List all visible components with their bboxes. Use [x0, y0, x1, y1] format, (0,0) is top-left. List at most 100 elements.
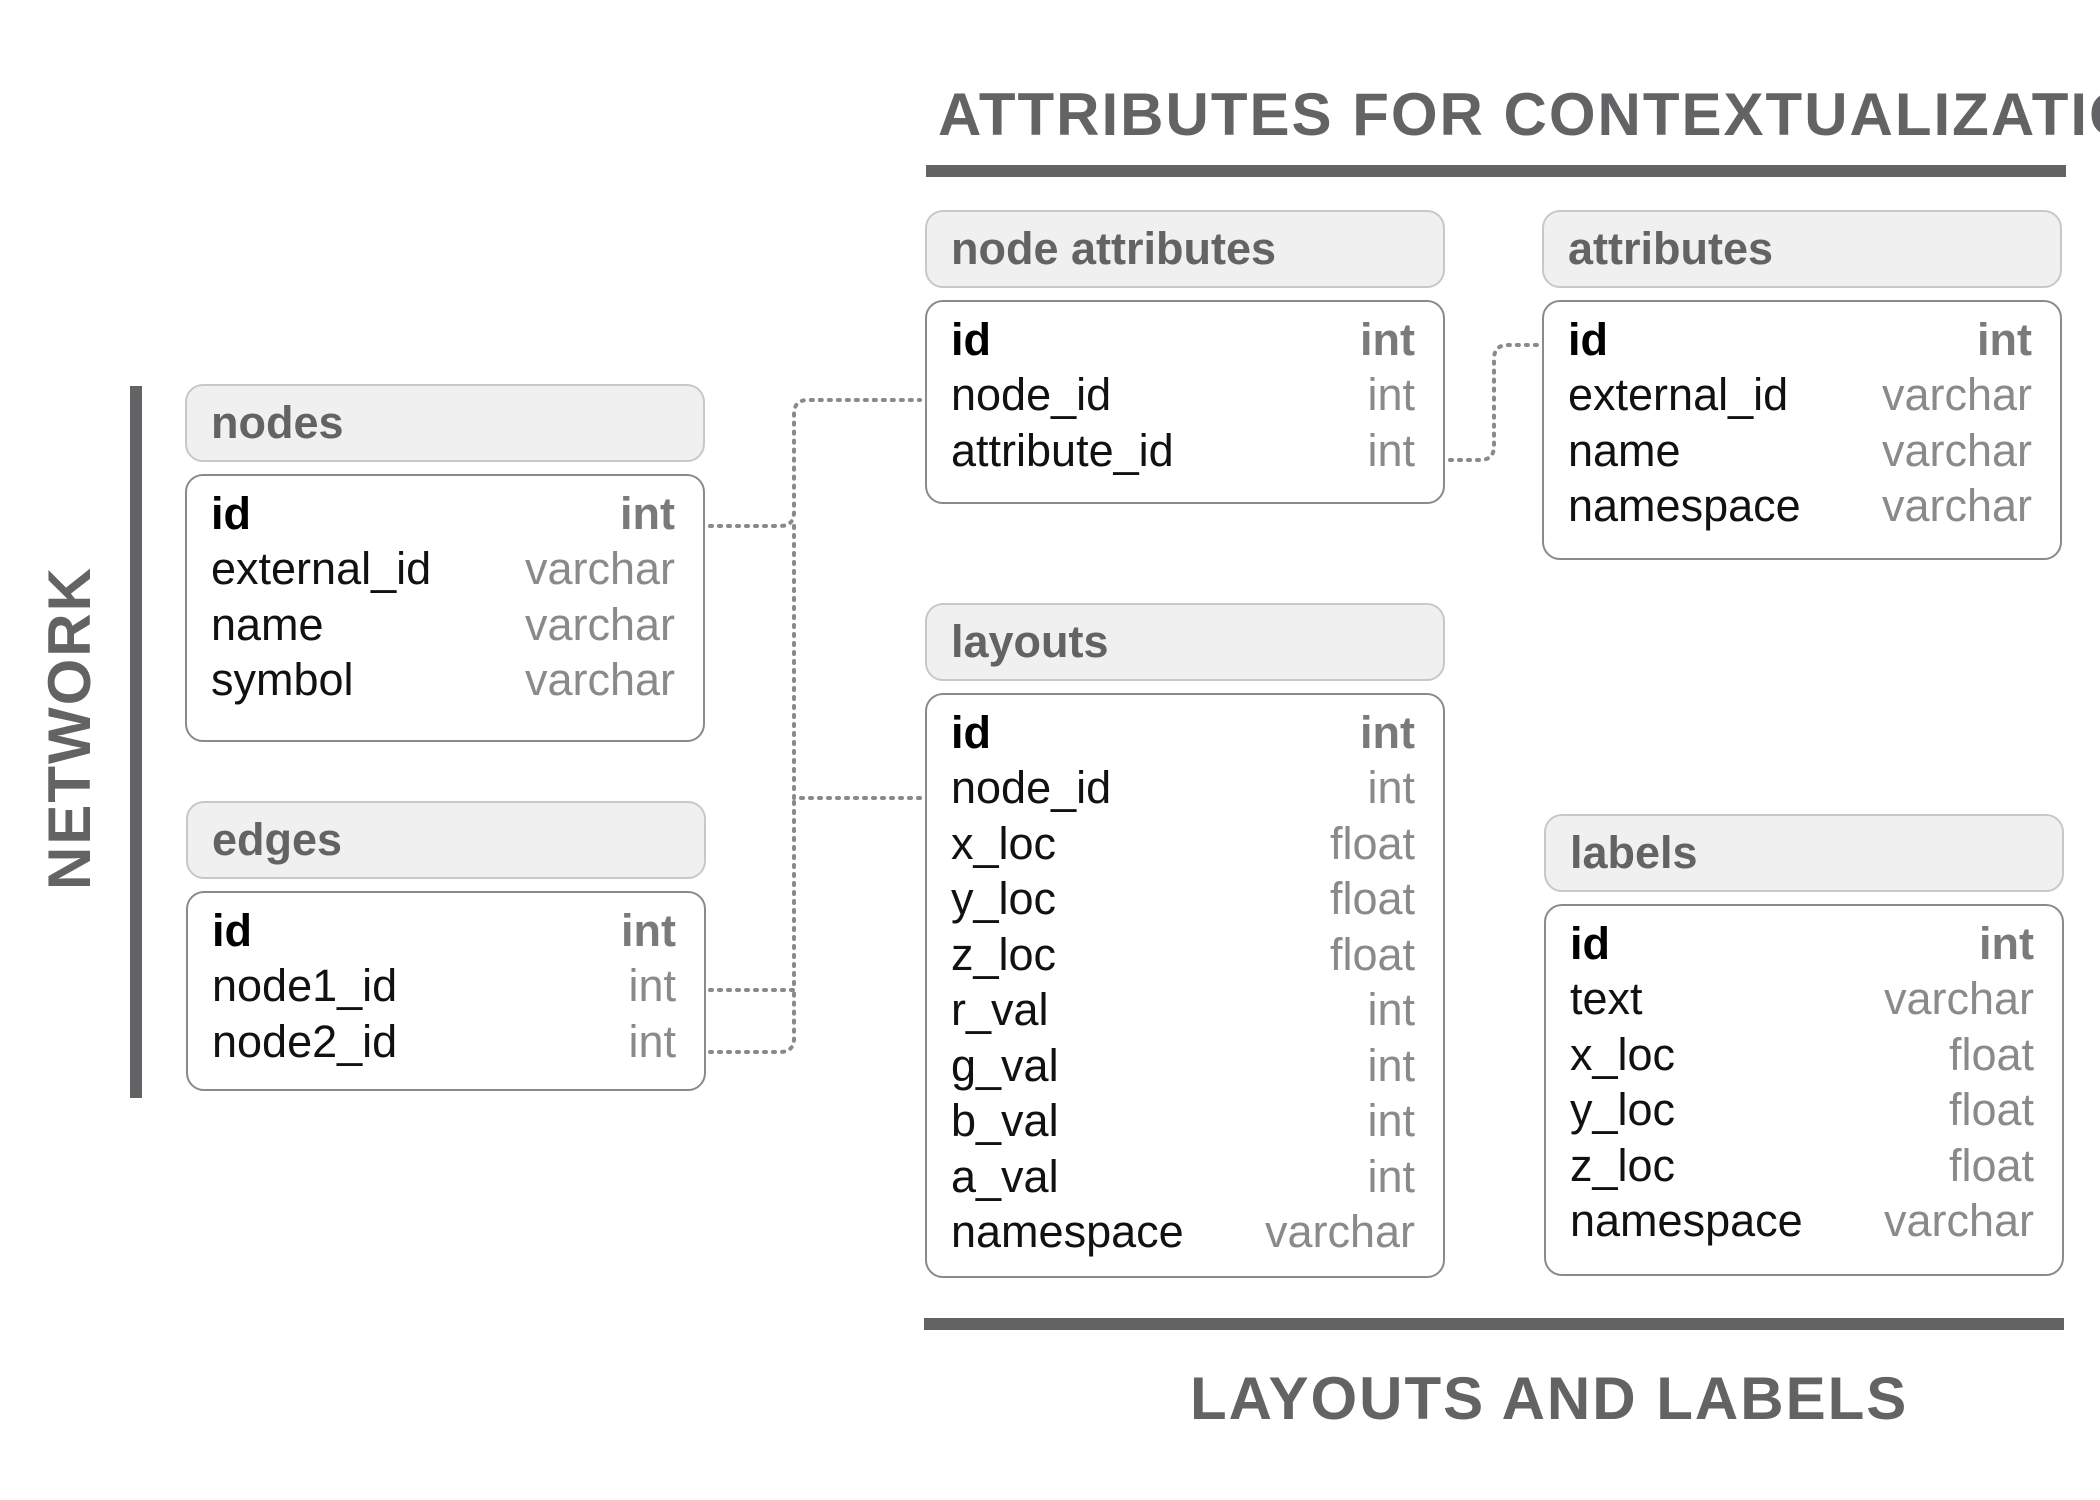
field-type: float: [1948, 1084, 2034, 1136]
field-row: symbol varchar: [211, 653, 675, 709]
field-row: namespace varchar: [1568, 479, 2032, 535]
field-row: external_id varchar: [1568, 368, 2032, 424]
field-name: r_val: [951, 984, 1049, 1036]
connector-nodes-to-layouts: [792, 524, 922, 800]
connector-nodes-to-node-attributes: [708, 398, 922, 528]
field-name: id: [211, 487, 251, 539]
field-type: int: [1979, 917, 2034, 969]
field-type: varchar: [1883, 1195, 2034, 1247]
field-name: id: [1568, 313, 1608, 365]
field-type: int: [620, 487, 675, 539]
field-type: int: [1367, 762, 1415, 814]
field-type: float: [1329, 873, 1415, 925]
field-name: x_loc: [1570, 1028, 1676, 1080]
field-name: name: [211, 598, 324, 650]
field-name: node1_id: [212, 960, 398, 1012]
field-type: varchar: [524, 654, 675, 706]
field-type: int: [1367, 984, 1415, 1036]
layouts-section-title: LAYOUTS AND LABELS: [1190, 1365, 1909, 1432]
field-name: namespace: [1570, 1195, 1803, 1247]
field-name: external_id: [211, 543, 432, 595]
field-row: x_loc float: [1570, 1027, 2034, 1083]
field-name: y_loc: [1570, 1084, 1676, 1136]
field-name: id: [951, 706, 991, 758]
attributes-section-title: ATTRIBUTES FOR CONTEXTUALIZATION: [938, 81, 2100, 148]
field-row: y_loc float: [951, 872, 1415, 928]
field-type: varchar: [1264, 1206, 1415, 1258]
field-row: b_val int: [951, 1094, 1415, 1150]
field-row: name varchar: [1568, 423, 2032, 479]
field-type: float: [1948, 1028, 2034, 1080]
field-type: varchar: [1881, 424, 2032, 476]
field-name: id: [1570, 917, 1610, 969]
field-row: id int: [1570, 916, 2034, 972]
field-row: r_val int: [951, 983, 1415, 1039]
field-row: attribute_id int: [951, 423, 1415, 479]
layouts-table-header: layouts: [925, 603, 1445, 681]
edges-table-header: edges: [186, 801, 706, 879]
field-type: varchar: [1883, 973, 2034, 1025]
field-type: varchar: [524, 543, 675, 595]
field-name: z_loc: [1570, 1139, 1676, 1191]
field-type: varchar: [524, 598, 675, 650]
field-type: int: [1367, 1095, 1415, 1147]
field-type: int: [1367, 424, 1415, 476]
field-type: float: [1948, 1139, 2034, 1191]
network-section-bar: [130, 386, 142, 1098]
field-name: id: [212, 904, 252, 956]
attributes-section-bar: [926, 165, 2066, 177]
field-row: y_loc float: [1570, 1083, 2034, 1139]
field-row: namespace varchar: [1570, 1194, 2034, 1250]
field-name: id: [951, 313, 991, 365]
field-type: int: [628, 960, 676, 1012]
field-name: a_val: [951, 1150, 1059, 1202]
field-type: int: [1360, 706, 1415, 758]
field-type: int: [1977, 313, 2032, 365]
field-name: node_id: [951, 762, 1112, 814]
field-type: float: [1329, 928, 1415, 980]
field-row: node_id int: [951, 761, 1415, 817]
attributes-table-header: attributes: [1542, 210, 2062, 288]
field-name: b_val: [951, 1095, 1059, 1147]
field-row: id int: [211, 486, 675, 542]
field-row: name varchar: [211, 597, 675, 653]
connector-edge-node2-to-nodes: [708, 988, 796, 1054]
field-row: id int: [1568, 312, 2032, 368]
field-name: name: [1568, 424, 1681, 476]
field-name: attribute_id: [951, 424, 1174, 476]
field-name: namespace: [951, 1206, 1184, 1258]
field-type: varchar: [1881, 480, 2032, 532]
connector-node-attributes-to-attributes: [1448, 343, 1540, 462]
field-name: namespace: [1568, 480, 1801, 532]
field-name: g_val: [951, 1039, 1059, 1091]
labels-table-header: labels: [1544, 814, 2064, 892]
connector-edge-node1-to-nodes: [708, 796, 796, 992]
field-name: external_id: [1568, 369, 1789, 421]
field-row: external_id varchar: [211, 542, 675, 598]
field-name: y_loc: [951, 873, 1057, 925]
field-name: symbol: [211, 654, 354, 706]
field-row: node1_id int: [212, 959, 676, 1015]
field-name: x_loc: [951, 817, 1057, 869]
field-row: z_loc float: [1570, 1138, 2034, 1194]
field-row: namespace varchar: [951, 1205, 1415, 1261]
field-row: id int: [951, 705, 1415, 761]
field-type: varchar: [1881, 369, 2032, 421]
field-name: node_id: [951, 369, 1112, 421]
